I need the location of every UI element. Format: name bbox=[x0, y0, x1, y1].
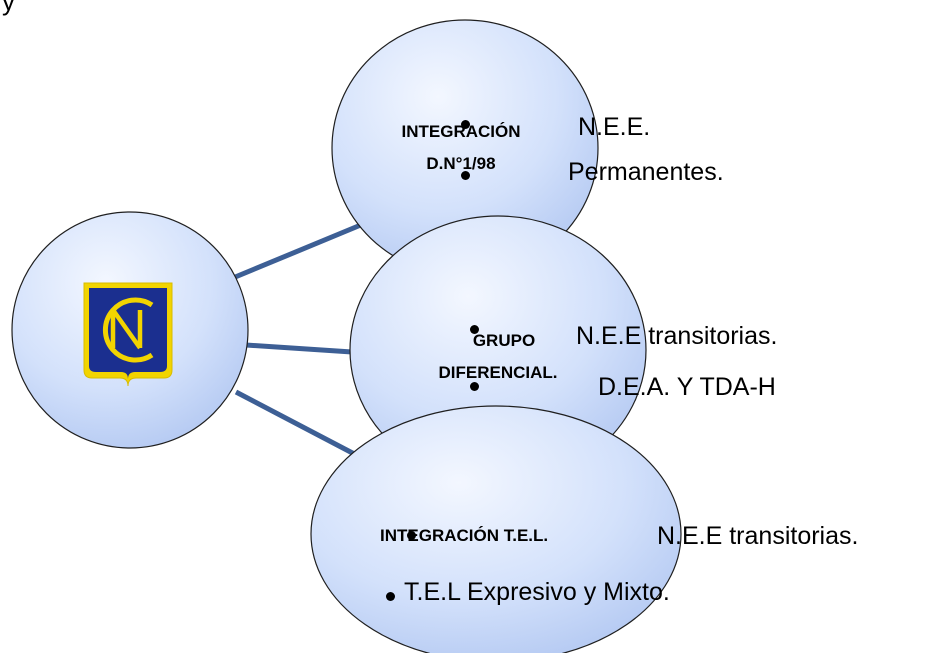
connector-integracion-tel bbox=[234, 389, 364, 461]
school-crest-logo bbox=[83, 282, 173, 387]
partial-text-fragment: y bbox=[2, 0, 15, 16]
connector-grupo-diferencial bbox=[245, 342, 353, 355]
connector-lines bbox=[227, 219, 369, 461]
node-label-integracion-tel: INTEGRACIÓN T.E.L. bbox=[380, 520, 660, 552]
bullet-dot-icon bbox=[461, 171, 470, 180]
bullet-text: T.E.L Expresivo y Mixto. bbox=[404, 578, 670, 606]
node-label-line: GRUPO bbox=[472, 331, 536, 350]
bullet-dot-icon bbox=[470, 325, 479, 334]
bullet-text: Permanentes. bbox=[568, 158, 724, 186]
node-label-line: D.N°1/98 bbox=[426, 154, 496, 173]
node-label-line: INTEGRACIÓN T.E.L. bbox=[380, 526, 549, 545]
bullet-dot-icon bbox=[407, 531, 416, 540]
bullet-text: D.E.A. Y TDA-H bbox=[598, 373, 776, 401]
node-circle-integracion-tel bbox=[310, 405, 682, 653]
connector-integracion-dn bbox=[227, 219, 369, 283]
node-label-line: INTEGRACIÓN bbox=[401, 122, 521, 141]
bullet-dot-icon bbox=[386, 592, 395, 601]
bullet-dot-icon bbox=[470, 382, 479, 391]
node-label-line: DIFERENCIAL. bbox=[438, 363, 558, 382]
node-label-integracion-dn: INTEGRACIÓN D.N°1/98 bbox=[366, 116, 556, 180]
bullet-text: N.E.E. bbox=[578, 113, 651, 141]
bullet-text: N.E.E transitorias. bbox=[657, 522, 859, 550]
bullet-dot-icon bbox=[461, 120, 470, 129]
bullet-text: N.E.E transitorias. bbox=[576, 322, 778, 350]
node-label-grupo-diferencial: GRUPO DIFERENCIAL. bbox=[406, 325, 590, 389]
